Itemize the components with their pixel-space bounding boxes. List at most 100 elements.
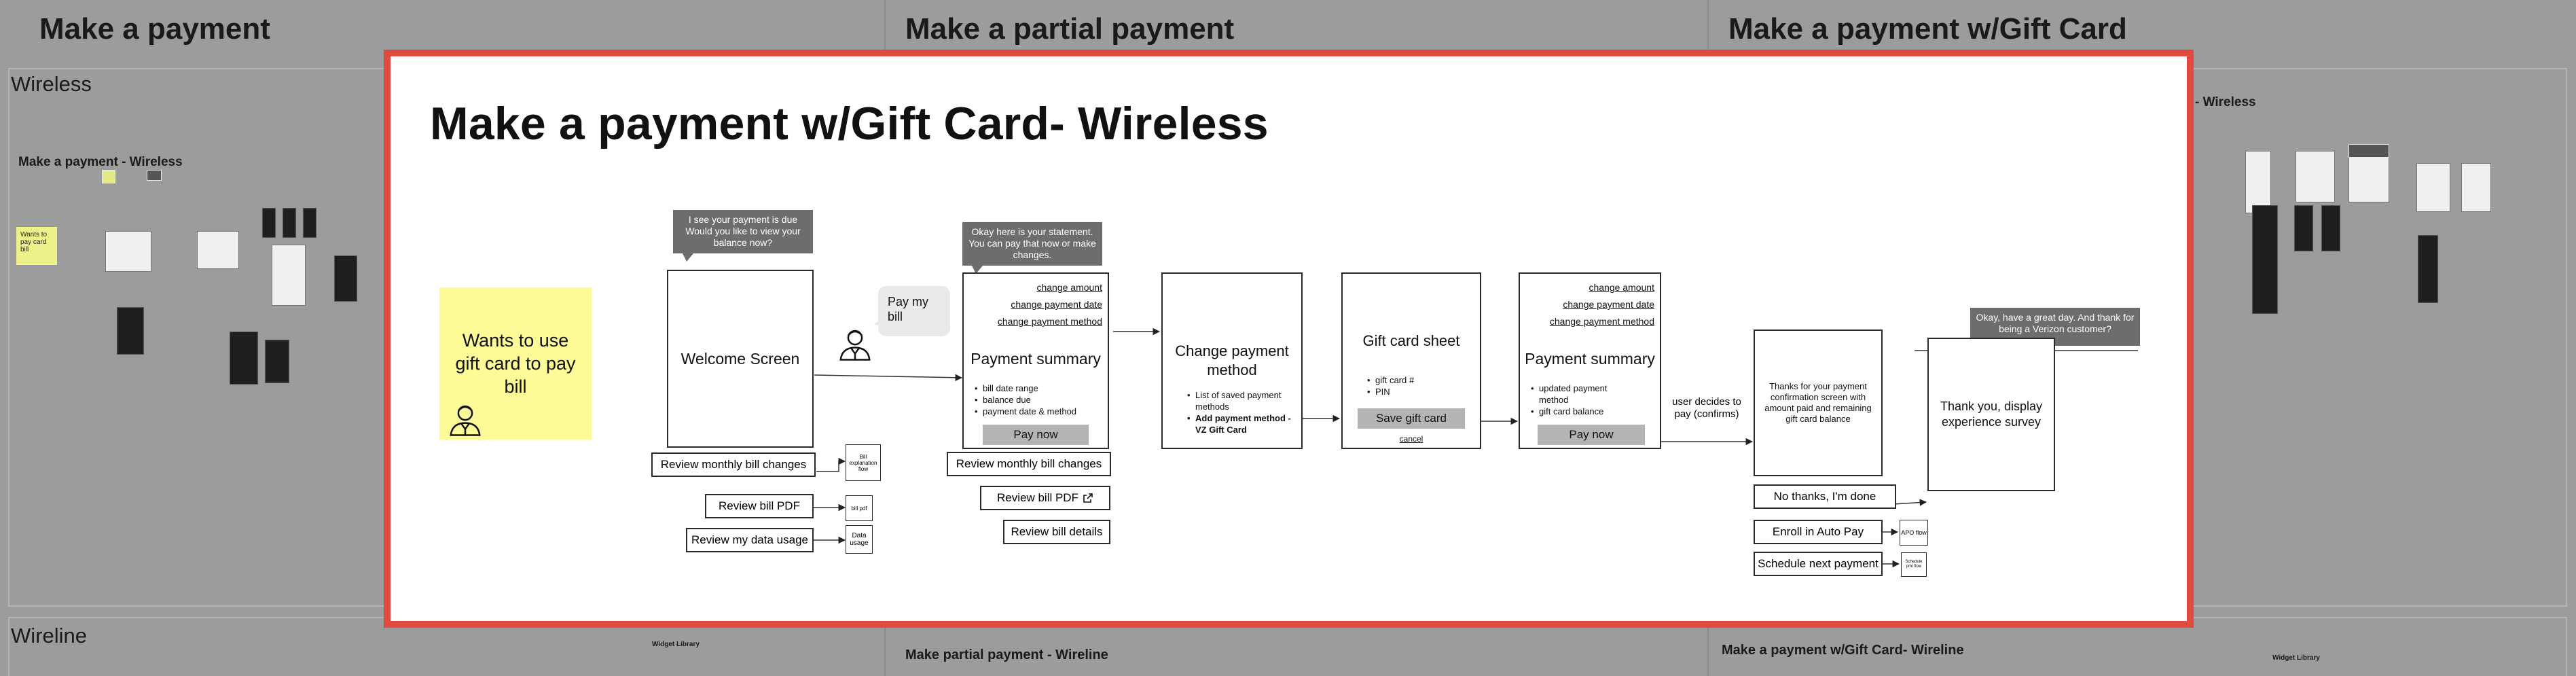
screen-payment-summary-updated[interactable]: change amount change payment date change…	[1519, 272, 1661, 449]
flow-title-wireless: Make a payment - Wireless	[18, 155, 183, 169]
bg-screen	[2461, 163, 2491, 212]
user-persona-icon	[450, 405, 481, 436]
flow-bill-explanation[interactable]: Bill explanation flow	[846, 444, 881, 481]
survey-text: Thank you, display experience survey	[1940, 399, 2043, 429]
bubble-statement: Okay here is your statement. You can pay…	[962, 222, 1102, 274]
summary-title: Payment summary	[970, 350, 1101, 368]
summary-updated-bullet: updated payment method	[1531, 383, 1633, 406]
bg-screen	[2245, 151, 2271, 213]
bg-phone	[2252, 205, 2278, 314]
summary-bullet: bill date range	[975, 383, 1076, 394]
save-gift-card-button[interactable]: Save gift card	[1358, 408, 1465, 429]
change-payment-date-link[interactable]: change payment date	[1011, 299, 1102, 310]
summary-updated-title: Payment summary	[1525, 350, 1655, 368]
bubble-assistant-intro: I see your payment is due Would you like…	[673, 210, 813, 262]
summary-change-links: change amount change payment date change…	[998, 279, 1102, 330]
bg-screen	[2416, 163, 2450, 212]
bg-note	[2348, 144, 2389, 158]
review-bill-pdf-label: Review bill PDF	[997, 491, 1078, 504]
bg-screen	[2348, 151, 2389, 202]
no-thanks-button[interactable]: No thanks, I'm done	[1754, 484, 1896, 509]
summary-bullet: payment date & method	[975, 406, 1076, 417]
screen-welcome[interactable]: Welcome Screen	[667, 270, 814, 448]
gift-sheet-bullets: gift card # PIN	[1367, 374, 1414, 397]
screen-confirmation[interactable]: Thanks for your payment confirmation scr…	[1754, 330, 1883, 476]
enroll-autopay-button[interactable]: Enroll in Auto Pay	[1754, 520, 1883, 544]
column-title-partial-payment: Make a partial payment	[905, 12, 1235, 46]
change-method-bullet: List of saved payment methods	[1187, 389, 1296, 412]
summary-bullet: balance due	[975, 394, 1076, 406]
summary-change-links-2: change amount change payment date change…	[1550, 279, 1654, 330]
bg-phone	[2321, 205, 2340, 251]
change-payment-method-link-2[interactable]: change payment method	[1549, 316, 1654, 327]
flow-schedule-payment[interactable]: Schedule pmt flow	[1901, 552, 1927, 577]
review-bill-pdf-button[interactable]: Review bill PDF	[705, 494, 814, 518]
review-bill-pdf-external-button[interactable]: Review bill PDF	[980, 486, 1110, 510]
bg-note	[147, 170, 162, 181]
column-title-gift-card: Make a payment w/Gift Card	[1728, 12, 2127, 46]
flow-apo[interactable]: APO flow	[1900, 520, 1928, 546]
review-bill-details-button[interactable]: Review bill details	[1003, 520, 1110, 544]
summary-updated-bullet: gift card balance	[1531, 406, 1633, 417]
summary-bullets: bill date range balance due payment date…	[975, 383, 1076, 417]
cancel-link[interactable]: cancel	[1399, 434, 1423, 444]
pay-now-button-2[interactable]: Pay now	[1538, 425, 1645, 445]
gift-card-number-field[interactable]: gift card #	[1367, 374, 1414, 386]
change-payment-method-link[interactable]: change payment method	[997, 316, 1102, 327]
bg-sticky-wants-to-pay: Wants to pay card bill	[16, 227, 57, 265]
bg-phone	[303, 208, 316, 238]
bg-phone	[265, 340, 289, 383]
review-monthly-bill-button-2[interactable]: Review monthly bill changes	[947, 452, 1111, 476]
change-payment-date-link-2[interactable]: change payment date	[1563, 299, 1654, 310]
user-avatar-icon	[839, 330, 871, 361]
bg-phone	[334, 255, 357, 302]
change-amount-link[interactable]: change amount	[1036, 282, 1102, 293]
bg-screen	[105, 231, 151, 272]
bg-phone	[230, 332, 258, 385]
gift-card-pin-field[interactable]: PIN	[1367, 386, 1414, 397]
bg-sticky-text: Wants to pay card bill	[20, 231, 48, 253]
change-amount-link-2[interactable]: change amount	[1589, 282, 1654, 293]
screen-change-payment-method[interactable]: Change payment method List of saved paym…	[1161, 272, 1303, 449]
confirmation-text: Thanks for your payment confirmation scr…	[1764, 381, 1872, 424]
bg-phone	[283, 208, 296, 238]
pay-now-button[interactable]: Pay now	[983, 425, 1089, 445]
bg-screen	[197, 231, 239, 269]
section-wireless: Wireless	[11, 72, 92, 96]
widget-library-label-right: Widget Library	[2272, 654, 2320, 662]
flow-title-gift-wireless: - Wireless	[2195, 95, 2256, 109]
review-monthly-bill-button[interactable]: Review monthly bill changes	[651, 452, 816, 477]
edge-label-confirm: user decides to pay (confirms)	[1672, 396, 1741, 420]
external-link-icon	[1083, 493, 1093, 503]
flow-title-gift-wireline: Make a payment w/Gift Card- Wireline	[1722, 643, 1964, 658]
screen-payment-summary[interactable]: change amount change payment date change…	[962, 272, 1109, 449]
bg-phone	[117, 307, 144, 355]
schedule-next-payment-button[interactable]: Schedule next payment	[1754, 552, 1883, 576]
review-data-usage-button[interactable]: Review my data usage	[686, 528, 814, 552]
bg-screen	[272, 245, 306, 306]
column-title-make-payment: Make a payment	[39, 12, 270, 46]
bg-phone	[262, 208, 276, 238]
bg-note	[102, 170, 115, 183]
sticky-note-text: Wants to use gift card to pay bill	[455, 330, 576, 397]
gift-sheet-title: Gift card sheet	[1362, 332, 1460, 349]
section-wireline: Wireline	[11, 624, 87, 647]
screen-gift-card-sheet[interactable]: Gift card sheet gift card # PIN Save gif…	[1341, 272, 1481, 449]
change-method-bullets: List of saved payment methods Add paymen…	[1187, 389, 1296, 435]
bubble-user-pay: Pay my bill	[874, 286, 950, 336]
bg-phone	[2294, 205, 2313, 251]
flow-bill-pdf[interactable]: bill pdf	[846, 495, 873, 521]
add-gift-card-option[interactable]: Add payment method - VZ Gift Card	[1187, 412, 1296, 435]
screen-welcome-title: Welcome Screen	[681, 349, 800, 368]
page-title: Make a payment w/Gift Card- Wireless	[430, 98, 1269, 149]
summary-updated-bullets: updated payment method gift card balance	[1531, 383, 1633, 417]
flow-data-usage[interactable]: Data usage	[846, 525, 873, 554]
bg-phone	[2418, 235, 2438, 303]
flow-title-partial-wireline: Make partial payment - Wireline	[905, 647, 1108, 662]
bg-screen	[2296, 151, 2335, 202]
sticky-note-gift-card: Wants to use gift card to pay bill	[439, 287, 592, 440]
change-method-title: Change payment method	[1175, 342, 1289, 378]
focused-frame: Make a payment w/Gift Card- Wireless Wan…	[384, 50, 2194, 628]
widget-library-label: Widget Library	[652, 641, 700, 648]
screen-experience-survey[interactable]: Thank you, display experience survey	[1927, 338, 2055, 491]
